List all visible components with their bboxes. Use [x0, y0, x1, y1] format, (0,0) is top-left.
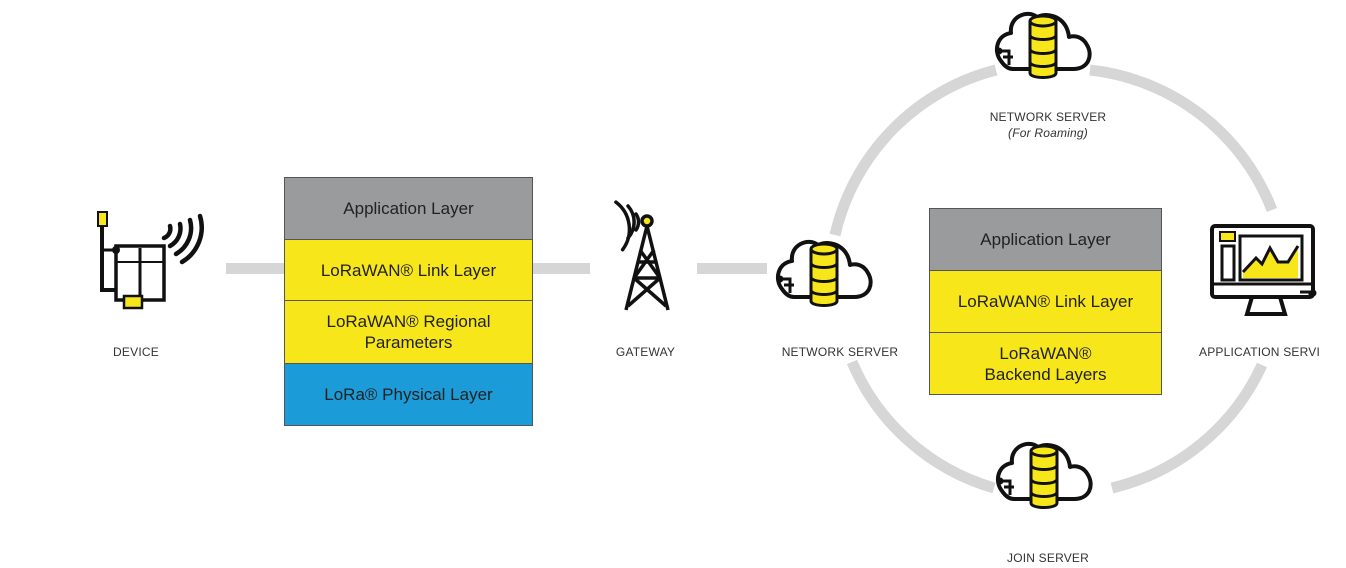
gateway-tower-icon	[614, 200, 670, 311]
connector-lines	[226, 64, 1278, 494]
roaming-server-sublabel: (For Roaming)	[1008, 126, 1088, 140]
layer-label-line1: LoRaWAN®	[999, 343, 1092, 363]
layer-label: LoRa® Physical Layer	[324, 385, 493, 404]
arc-roaming-to-app	[1089, 64, 1278, 212]
wifi-icon	[161, 213, 204, 265]
device-protocol-stack: Application Layer LoRaWAN® Link Layer Lo…	[284, 177, 533, 426]
roaming-server-cloud-icon	[993, 11, 1092, 80]
arc-server-to-roaming	[829, 64, 998, 237]
stack-layer-link: LoRaWAN® Link Layer	[930, 271, 1161, 333]
stack-layer-application: Application Layer	[930, 209, 1161, 271]
arc-join-to-server	[846, 359, 996, 494]
stack-layer-physical: LoRa® Physical Layer	[285, 364, 532, 425]
stack-layer-application: Application Layer	[285, 178, 532, 240]
application-server-label: APPLICATION SERVI	[1199, 345, 1320, 359]
stack-layer-link: LoRaWAN® Link Layer	[285, 240, 532, 301]
gateway-label: GATEWAY	[615, 345, 676, 359]
join-server-label: JOIN SERVER	[1007, 551, 1089, 565]
layer-label: Application Layer	[980, 230, 1111, 249]
device-label: DEVICE	[113, 345, 159, 359]
layer-label: LoRaWAN® Link Layer	[957, 292, 1134, 311]
connector-device-stack	[226, 263, 284, 274]
network-server-cloud-icon	[774, 239, 873, 308]
layer-label: Application Layer	[343, 199, 474, 218]
stack-layer-regional: LoRaWAN® Regional Parameters	[285, 301, 532, 364]
backend-protocol-stack: Application Layer LoRaWAN® Link Layer Lo…	[929, 208, 1162, 395]
join-server-cloud-icon	[994, 441, 1093, 510]
arc-app-to-join	[1110, 362, 1267, 494]
layer-label: LoRaWAN® Link Layer	[320, 260, 497, 280]
layer-label-line2: Backend Layers	[984, 364, 1107, 384]
device-icon	[97, 211, 166, 310]
roaming-server-label: NETWORK SERVER	[989, 110, 1107, 124]
monitor-chart-icon	[1210, 224, 1317, 316]
connector-stack-gateway	[532, 263, 590, 274]
connector-gateway-server	[697, 263, 767, 274]
network-server-label: NETWORK SERVER	[781, 345, 899, 359]
layer-label-line2: Parameters	[364, 333, 453, 352]
stack-layer-backend: LoRaWAN® Backend Layers	[930, 333, 1161, 394]
layer-label-line1: LoRaWAN® Regional	[326, 312, 491, 331]
